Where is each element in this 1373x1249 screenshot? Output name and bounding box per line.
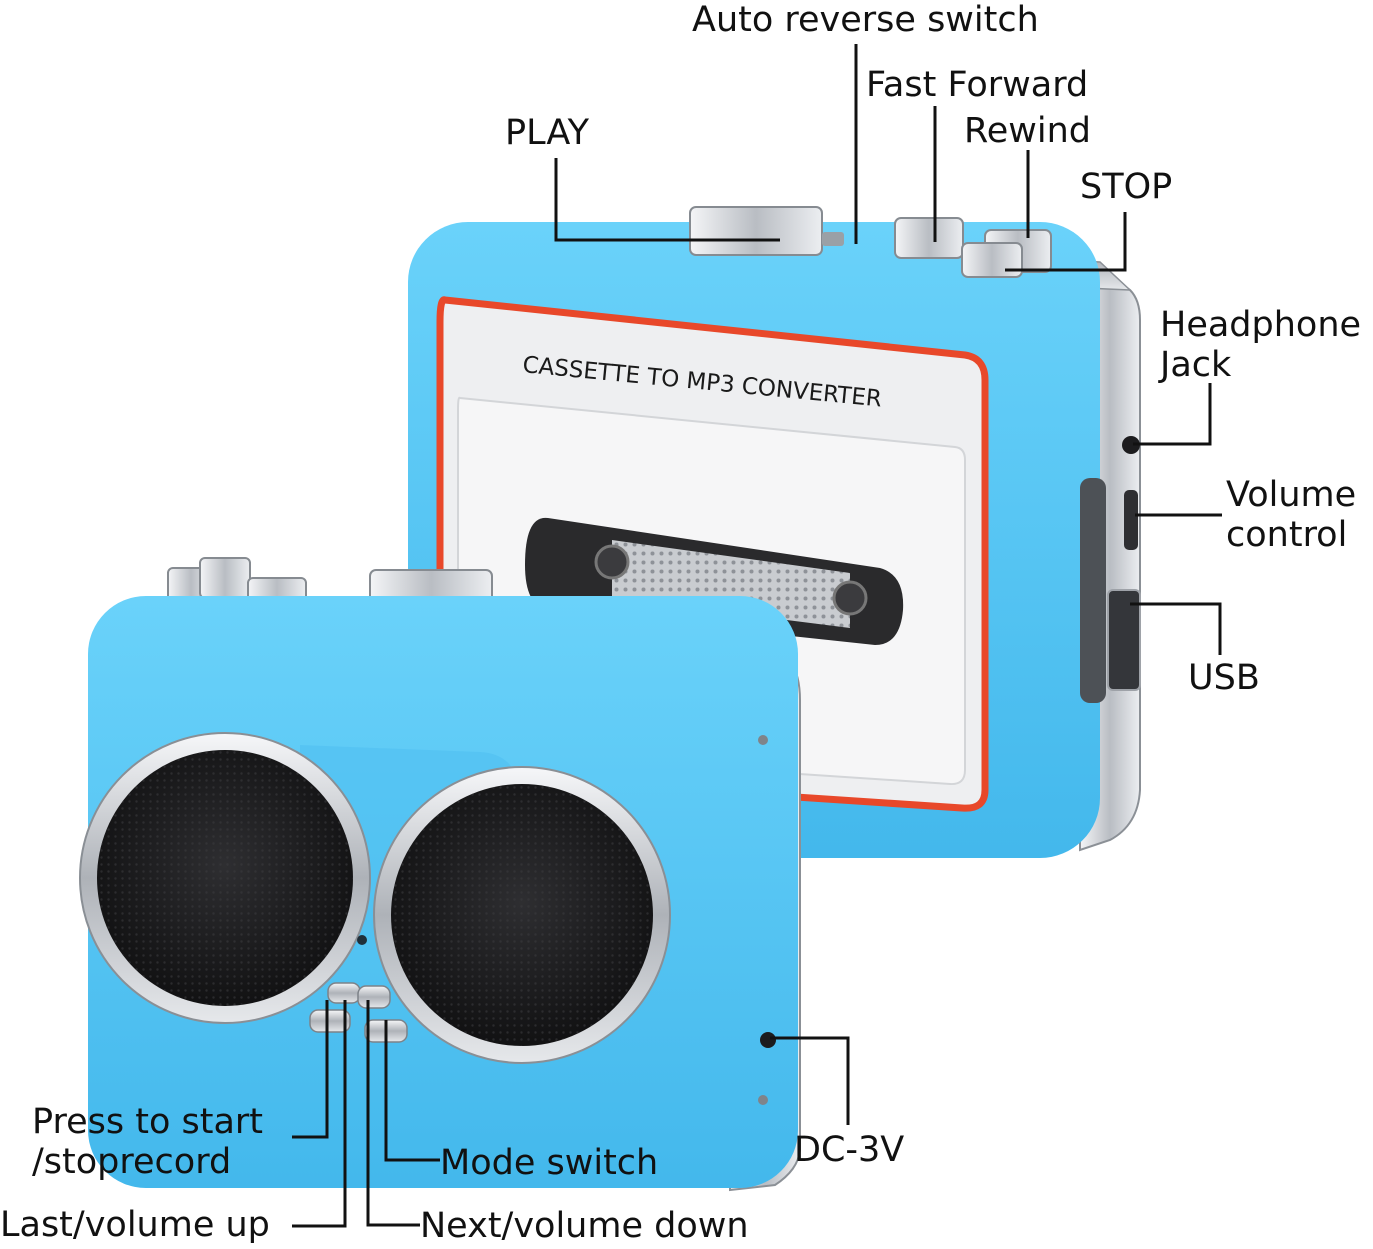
label-auto-reverse-switch: Auto reverse switch: [692, 0, 1039, 40]
line-usb: [1130, 602, 1222, 655]
leader-lines: [292, 44, 1222, 1228]
label-rewind: Rewind: [964, 111, 1092, 151]
label-press-to-record: Press to start /stoprecord: [32, 1102, 264, 1182]
label-headphone-jack: Headphone Jack: [1160, 305, 1362, 385]
label-volume-control: Volume control: [1226, 475, 1357, 555]
label-mode-switch: Mode switch: [440, 1143, 659, 1183]
line-headphone: [1133, 383, 1212, 446]
line-mode: [384, 1020, 440, 1162]
label-stop: STOP: [1080, 167, 1173, 207]
label-play: PLAY: [505, 113, 590, 153]
label-fast-forward: Fast Forward: [866, 65, 1089, 105]
label-dc-3v: DC-3V: [794, 1130, 905, 1170]
label-next-volume-down: Next/volume down: [420, 1206, 749, 1246]
front-unit: [79, 557, 801, 1192]
label-last-volume-up: Last/volume up: [0, 1205, 270, 1245]
line-play: [554, 158, 780, 242]
line-record: [292, 1000, 329, 1139]
label-usb: USB: [1188, 658, 1260, 698]
line-next: [366, 1000, 420, 1227]
line-stop: [1005, 212, 1127, 272]
line-dc: [770, 1036, 850, 1125]
line-last: [292, 1000, 347, 1228]
